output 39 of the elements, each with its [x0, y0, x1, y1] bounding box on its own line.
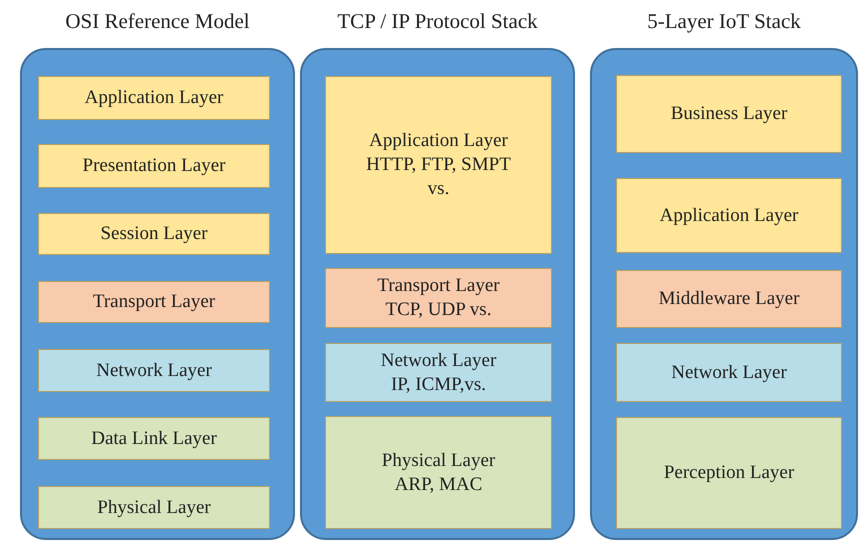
layer-label: IP, ICMP,vs.	[390, 372, 486, 396]
layer-label: TCP, UDP vs.	[386, 298, 492, 322]
layer-label: Physical Layer	[382, 448, 496, 472]
layer-label: Transport Layer	[92, 290, 216, 314]
layer-box	[38, 144, 270, 188]
column-title: 5-Layer IoT Stack	[646, 8, 802, 35]
layer-box	[616, 417, 842, 529]
layer-label: Network Layer	[96, 358, 212, 382]
layer-label: Presentation Layer	[82, 154, 226, 178]
layer-label: Middleware Layer	[658, 287, 800, 311]
layer-label: HTTP, FTP, SMPT vs.	[365, 153, 512, 201]
layer-label: Data Link Layer	[91, 426, 217, 450]
layer-label: Transport Layer	[377, 274, 500, 298]
layer-box	[325, 343, 552, 402]
layer-box	[38, 417, 270, 460]
layer-box	[38, 349, 270, 392]
layer-label: Business Layer	[670, 102, 788, 126]
layer-box	[325, 416, 552, 529]
layer-label: Session Layer	[100, 222, 208, 246]
layer-label: Network Layer	[671, 360, 787, 384]
layer-box	[38, 486, 270, 529]
layer-box	[616, 270, 842, 328]
layer-label: Perception Layer	[664, 461, 794, 485]
layer-box	[38, 76, 270, 120]
layer-label: Application Layer	[84, 86, 224, 110]
layer-label: Application Layer	[369, 129, 508, 153]
layer-label: Physical Layer	[97, 496, 211, 520]
layer-box	[616, 178, 842, 253]
layer-box	[325, 268, 552, 328]
layer-box	[616, 343, 842, 402]
layer-box	[616, 75, 842, 153]
layer-label: Application Layer	[660, 204, 798, 228]
layer-label: Network Layer	[380, 348, 496, 372]
layer-box	[325, 76, 552, 254]
layer-label: ARP, MAC	[394, 472, 482, 496]
column-title: TCP / IP Protocol Stack	[336, 8, 539, 35]
layer-box	[38, 213, 270, 255]
column-title: OSI Reference Model	[64, 8, 251, 35]
layer-box	[38, 281, 270, 323]
